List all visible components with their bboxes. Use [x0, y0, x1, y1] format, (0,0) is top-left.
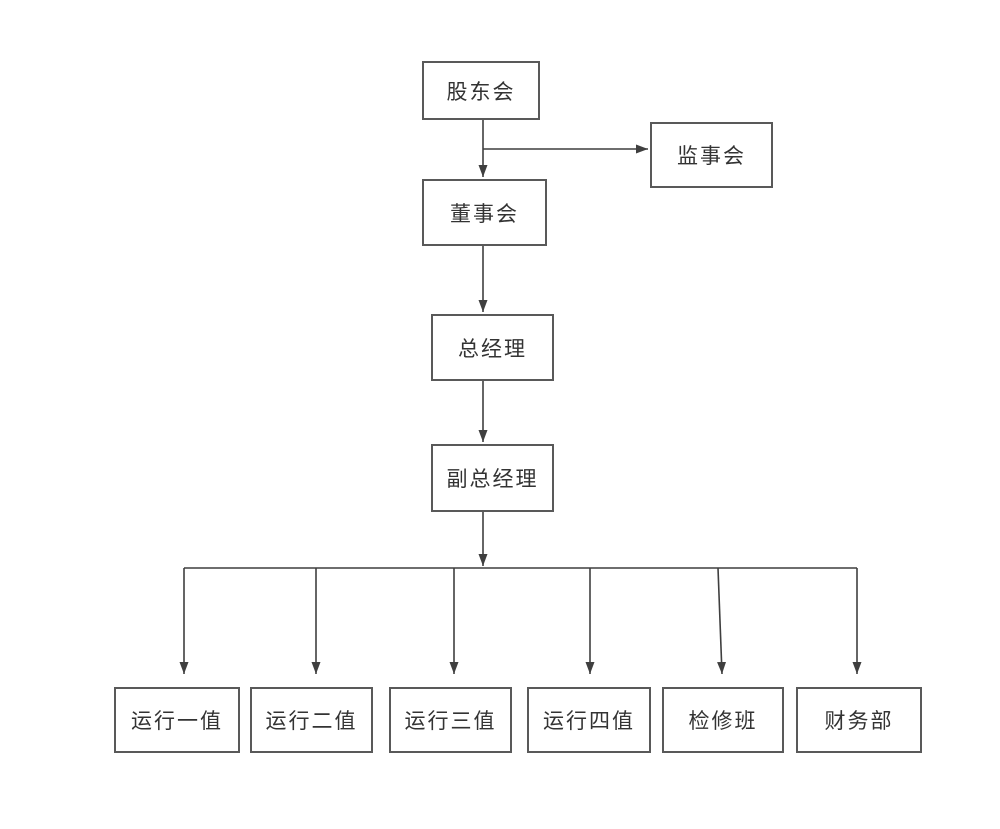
node-supervisory-board: 监事会	[650, 122, 773, 188]
node-operation-shift-2: 运行二值	[250, 687, 373, 753]
node-operation-shift-1: 运行一值	[114, 687, 240, 753]
edge-bus-maintenance	[717, 567, 727, 675]
node-deputy-general-manager: 副总经理	[431, 444, 554, 512]
node-board-of-directors: 董事会	[422, 179, 547, 246]
node-operation-shift-3: 运行三值	[389, 687, 512, 753]
node-general-manager: 总经理	[431, 314, 554, 381]
node-finance-department: 财务部	[796, 687, 922, 753]
node-operation-shift-4: 运行四值	[527, 687, 651, 753]
node-shareholders: 股东会	[422, 61, 540, 120]
node-maintenance-team: 检修班	[662, 687, 784, 753]
